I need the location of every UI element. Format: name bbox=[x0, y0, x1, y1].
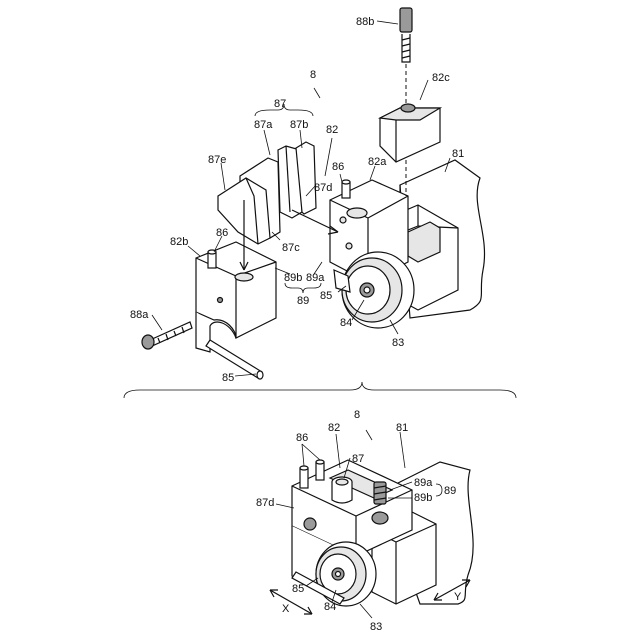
label-85-left: 85 bbox=[222, 372, 234, 384]
label-89-top: 89 bbox=[297, 295, 309, 307]
screw-88a bbox=[142, 322, 192, 349]
label-87b: 87b bbox=[290, 119, 308, 131]
label-84-top: 84 bbox=[340, 317, 352, 329]
label-89a-bot: 89a bbox=[414, 477, 433, 489]
label-82a: 82a bbox=[368, 156, 387, 168]
cap-block-82c bbox=[380, 104, 440, 162]
label-87a: 87a bbox=[254, 119, 273, 131]
label-82-top: 82 bbox=[326, 124, 338, 136]
label-82c: 82c bbox=[432, 72, 450, 84]
label-87-bot: 87 bbox=[352, 453, 364, 465]
label-85-bot: 85 bbox=[292, 583, 304, 595]
label-85-top: 85 bbox=[320, 290, 332, 302]
label-y-axis: Y bbox=[454, 591, 462, 603]
label-87e: 87e bbox=[208, 154, 226, 166]
shaft-85-left bbox=[206, 340, 263, 379]
label-8-top: 8 bbox=[310, 69, 316, 81]
label-89b-bot: 89b bbox=[414, 492, 432, 504]
label-83-bot: 83 bbox=[370, 621, 382, 633]
holder-87 bbox=[218, 142, 316, 244]
label-89a-top: 89a bbox=[306, 272, 325, 284]
label-86-bot: 86 bbox=[296, 432, 308, 444]
label-81-top: 81 bbox=[452, 148, 464, 160]
label-83-top: 83 bbox=[392, 337, 404, 349]
label-89-bot: 89 bbox=[444, 485, 456, 497]
label-87d-top: 87d bbox=[314, 182, 332, 194]
wheel-83 bbox=[342, 252, 414, 328]
label-82-bot: 82 bbox=[328, 422, 340, 434]
label-87c: 87c bbox=[282, 242, 300, 254]
label-81-bot: 81 bbox=[396, 422, 408, 434]
pin-86-left bbox=[208, 250, 216, 268]
label-87-top: 87 bbox=[274, 98, 286, 110]
label-84-bot: 84 bbox=[324, 601, 336, 613]
label-87d-bot: 87d bbox=[256, 497, 274, 509]
screw-88b bbox=[400, 8, 412, 196]
label-86-top: 86 bbox=[332, 161, 344, 173]
label-82b: 82b bbox=[170, 236, 188, 248]
label-x-axis: X bbox=[282, 603, 290, 615]
label-88a: 88a bbox=[130, 309, 149, 321]
label-8-bot: 8 bbox=[354, 409, 360, 421]
pin-86-top bbox=[342, 180, 350, 198]
x-axis-arrow bbox=[270, 590, 312, 614]
separator-brace bbox=[124, 382, 516, 398]
label-88b: 88b bbox=[356, 16, 374, 28]
label-89b-top: 89b bbox=[284, 272, 302, 284]
label-86-left: 86 bbox=[216, 227, 228, 239]
